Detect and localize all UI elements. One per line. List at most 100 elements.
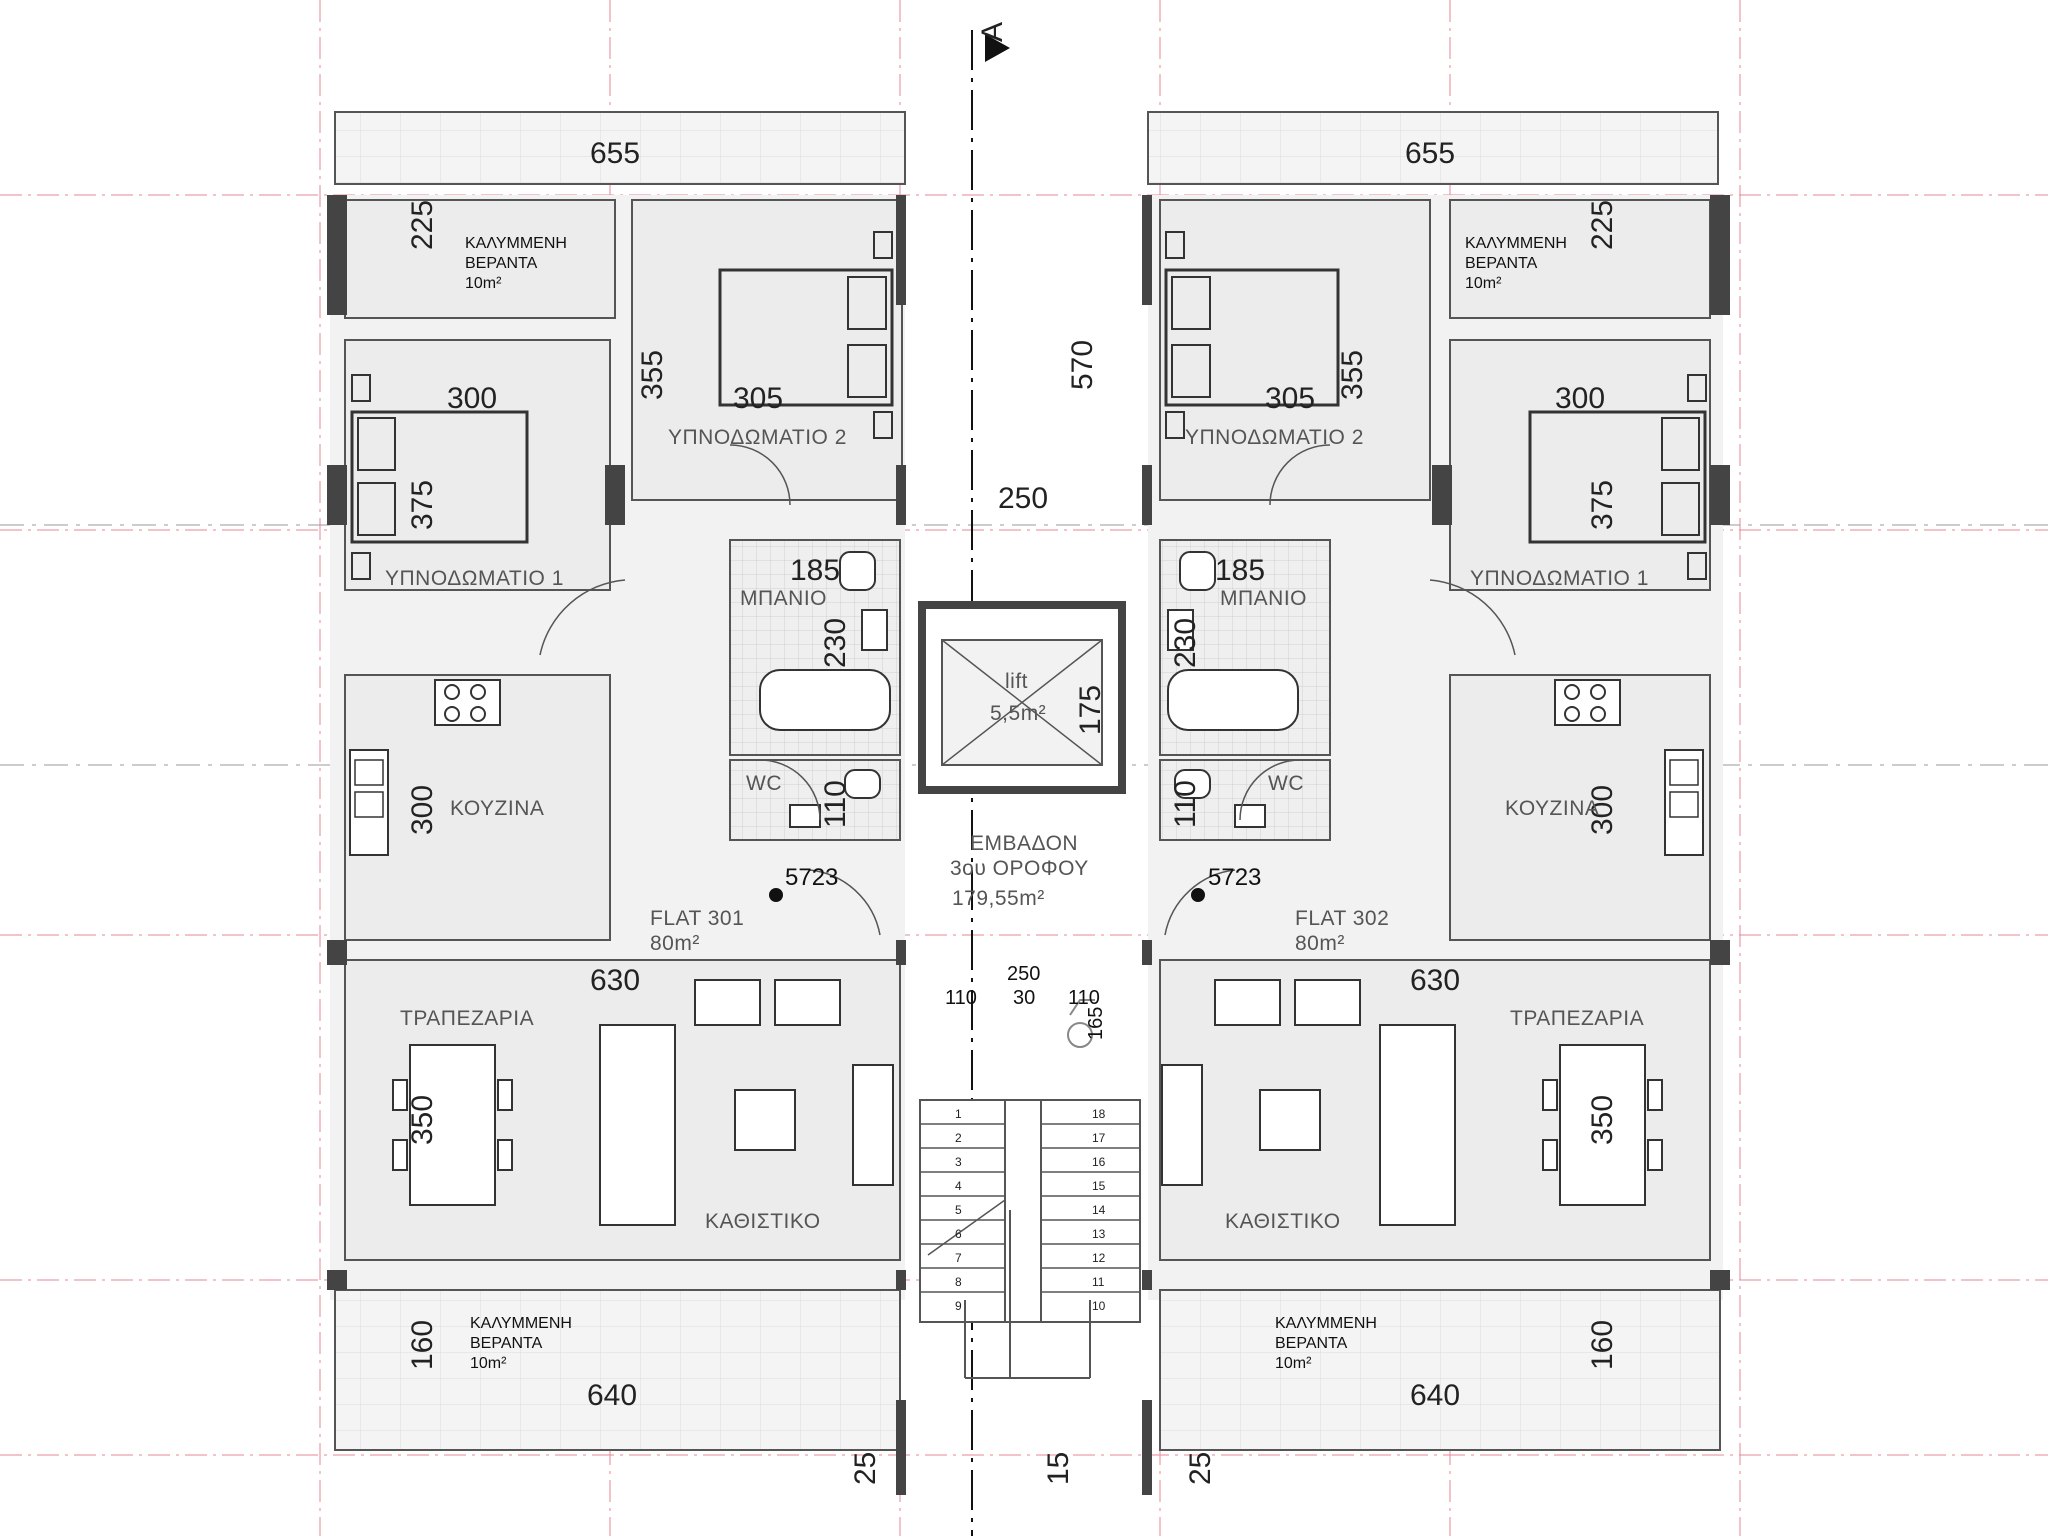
step-number: 12 bbox=[1092, 1251, 1106, 1265]
flat-area-right: 80m² bbox=[1295, 932, 1345, 955]
step-number: 11 bbox=[1092, 1275, 1105, 1289]
step-number: 14 bbox=[1092, 1203, 1106, 1217]
room-bedroom1-right: ΥΠΝΟΔΩΜΑΤΙΟ 1 bbox=[1470, 567, 1649, 590]
dim-landing-a: 110 bbox=[945, 987, 977, 1009]
step-number: 17 bbox=[1092, 1131, 1106, 1145]
room-living-right: ΚΑΘΙΣΤΙΚΟ bbox=[1225, 1210, 1341, 1233]
dim-top-width-right: 655 bbox=[1405, 137, 1455, 170]
room-bathroom-right: ΜΠΑΝΙΟ bbox=[1220, 587, 1307, 610]
flat-302 bbox=[1142, 111, 1730, 1495]
veranda-top-right-l2: ΒΕΡΑΝΤΑ bbox=[1465, 255, 1538, 272]
step-number: 4 bbox=[955, 1179, 962, 1193]
dim-landing-c: 110 bbox=[1068, 987, 1100, 1009]
room-wc-right: WC bbox=[1268, 772, 1304, 795]
veranda-top-right-l1: ΚΑΛΥΜΜΕΝΗ bbox=[1465, 235, 1567, 252]
step-number: 3 bbox=[955, 1155, 962, 1169]
room-bedroom2-left: ΥΠΝΟΔΩΜΑΤΙΟ 2 bbox=[668, 426, 847, 449]
dim-bed1-d-left: 375 bbox=[406, 480, 439, 530]
step-number: 5 bbox=[955, 1203, 962, 1217]
dim-living-w-right: 630 bbox=[1410, 964, 1460, 997]
dim-corridor-width: 250 bbox=[998, 482, 1048, 515]
dim-bed2-w-right: 305 bbox=[1265, 382, 1315, 415]
veranda-bottom-left-l2: ΒΕΡΑΝΤΑ bbox=[470, 1335, 543, 1352]
dim-living-w-left: 630 bbox=[590, 964, 640, 997]
veranda-bottom-right bbox=[1159, 1289, 1721, 1451]
level-right: 5723 bbox=[1208, 864, 1261, 891]
dim-wc-d-right: 110 bbox=[1169, 780, 1202, 828]
veranda-top-left bbox=[334, 111, 906, 185]
veranda-top-right-area: 10m² bbox=[1465, 275, 1502, 292]
veranda-top-left-area: 10m² bbox=[465, 275, 502, 292]
steps-left: 1 2 3 4 5 6 7 8 9 bbox=[955, 1107, 962, 1313]
veranda-top-right bbox=[1147, 111, 1719, 185]
core bbox=[918, 30, 1141, 1536]
step-number: 16 bbox=[1092, 1155, 1106, 1169]
dim-bed2-w-left: 305 bbox=[733, 382, 783, 415]
veranda-bottom-left-area: 10m² bbox=[470, 1355, 507, 1372]
dim-bed2-d-left: 355 bbox=[636, 350, 669, 400]
room-bedroom1-left: ΥΠΝΟΔΩΜΑΤΙΟ 1 bbox=[385, 567, 564, 590]
section-marker: A bbox=[976, 22, 1009, 42]
veranda-bottom-left-l1: ΚΑΛΥΜΜΕΝΗ bbox=[470, 1315, 572, 1332]
dim-kitchen-d-left: 300 bbox=[406, 785, 439, 835]
dim-wall-right: 25 bbox=[1184, 1452, 1217, 1485]
room-bedroom2-right: ΥΠΝΟΔΩΜΑΤΙΟ 2 bbox=[1185, 426, 1364, 449]
step-number: 2 bbox=[955, 1131, 962, 1145]
step-number: 15 bbox=[1092, 1179, 1106, 1193]
step-number: 6 bbox=[955, 1227, 962, 1241]
area-floor: 3ου ΟΡΟΦΟΥ bbox=[950, 857, 1089, 880]
veranda-bottom-right-l1: ΚΑΛΥΜΜΕΝΗ bbox=[1275, 1315, 1377, 1332]
dim-dining-d-right: 350 bbox=[1586, 1095, 1619, 1145]
dim-bottom-width-left: 640 bbox=[587, 1379, 637, 1412]
dim-corridor-length: 570 bbox=[1066, 340, 1099, 390]
dim-lift-depth: 175 bbox=[1074, 685, 1107, 735]
step-number: 18 bbox=[1092, 1107, 1106, 1121]
step-number: 13 bbox=[1092, 1227, 1106, 1241]
step-number: 9 bbox=[955, 1299, 962, 1313]
flat-301 bbox=[327, 111, 906, 1495]
dim-stair-gap: 15 bbox=[1042, 1452, 1075, 1485]
dim-dining-d-left: 350 bbox=[406, 1095, 439, 1145]
dim-wall-left: 25 bbox=[849, 1452, 882, 1485]
room-dining-right: ΤΡΑΠΕΖΑΡΙΑ bbox=[1510, 1007, 1644, 1030]
dim-wc-d-left: 110 bbox=[819, 780, 852, 828]
lift-label: lift bbox=[1005, 670, 1028, 693]
area-title: ΕΜΒΑΔΟΝ bbox=[970, 832, 1078, 855]
dim-bed1-w-right: 300 bbox=[1555, 382, 1605, 415]
dim-kitchen-d-right: 300 bbox=[1586, 785, 1619, 835]
dim-bed1-w-left: 300 bbox=[447, 382, 497, 415]
dim-bottom-depth-left: 160 bbox=[406, 1320, 439, 1370]
veranda-top-left-l2: ΒΕΡΑΝΤΑ bbox=[465, 255, 538, 272]
flat-name-right: FLAT 302 bbox=[1295, 907, 1389, 930]
veranda-bottom-left bbox=[334, 1289, 901, 1451]
dim-bath-d-right: 230 bbox=[1169, 618, 1202, 668]
room-wc-left: WC bbox=[746, 772, 782, 795]
veranda-bottom-right-area: 10m² bbox=[1275, 1355, 1312, 1372]
dim-bed1-d-right: 375 bbox=[1586, 480, 1619, 530]
area-value: 179,55m² bbox=[952, 887, 1045, 910]
step-number: 1 bbox=[955, 1107, 962, 1121]
dim-landing-b: 30 bbox=[1013, 987, 1035, 1009]
flat-name-left: FLAT 301 bbox=[650, 907, 744, 930]
dim-top-width-left: 655 bbox=[590, 137, 640, 170]
room-dining-left: ΤΡΑΠΕΖΑΡΙΑ bbox=[400, 1007, 534, 1030]
dim-veranda-depth-right: 225 bbox=[1586, 200, 1619, 250]
dim-landing-depth: 165 bbox=[1085, 1007, 1107, 1040]
dim-bottom-depth-right: 160 bbox=[1586, 1320, 1619, 1370]
veranda-top-left-l1: ΚΑΛΥΜΜΕΝΗ bbox=[465, 235, 567, 252]
level-left: 5723 bbox=[785, 864, 838, 891]
dim-bed2-d-right: 355 bbox=[1336, 350, 1369, 400]
room-kitchen-left: ΚΟΥΖΙΝΑ bbox=[450, 797, 544, 820]
room-bathroom-left: ΜΠΑΝΙΟ bbox=[740, 587, 827, 610]
dim-landing-width: 250 bbox=[1007, 963, 1040, 985]
room-living-left: ΚΑΘΙΣΤΙΚΟ bbox=[705, 1210, 821, 1233]
dim-veranda-depth-left: 225 bbox=[406, 200, 439, 250]
room-kitchen-right: ΚΟΥΖΙΝΑ bbox=[1505, 797, 1599, 820]
lift-area: 5,5m² bbox=[990, 702, 1046, 725]
flat-area-left: 80m² bbox=[650, 932, 700, 955]
dim-bath-d-left: 230 bbox=[819, 618, 852, 668]
step-number: 8 bbox=[955, 1275, 962, 1289]
dim-bottom-width-right: 640 bbox=[1410, 1379, 1460, 1412]
wheelchair-icon bbox=[1067, 999, 1095, 1048]
